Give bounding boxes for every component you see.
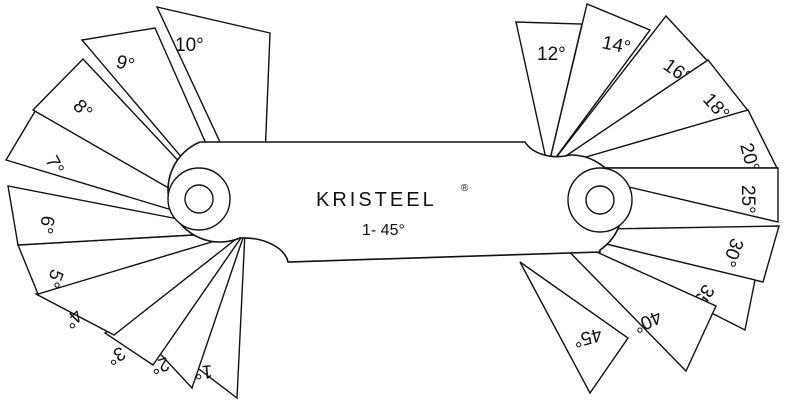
- brand-name: KRISTEEL: [316, 189, 437, 211]
- range-label: 1- 45°: [362, 222, 405, 239]
- left-blade-label-6: 6°: [35, 214, 58, 235]
- gauge-handle: KRISTEEL ® 1- 45°: [167, 141, 633, 263]
- right-blade-2: [547, 3, 652, 169]
- left-blade-label-10: 10°: [175, 35, 204, 56]
- right-blade-fan: 12°14°16°18°20°25°30°35°40°45°: [515, 3, 780, 395]
- registered-mark: ®: [461, 183, 469, 194]
- right-blade-9: [547, 229, 717, 373]
- right-blade-label-6: 25°: [737, 185, 758, 214]
- left-pivot-rivet: [184, 184, 214, 214]
- right-blade-10: [519, 261, 629, 395]
- left-blade-label-9: 9°: [114, 52, 137, 77]
- right-pivot-rivet: [585, 185, 615, 215]
- right-blade-label-1: 12°: [537, 44, 566, 65]
